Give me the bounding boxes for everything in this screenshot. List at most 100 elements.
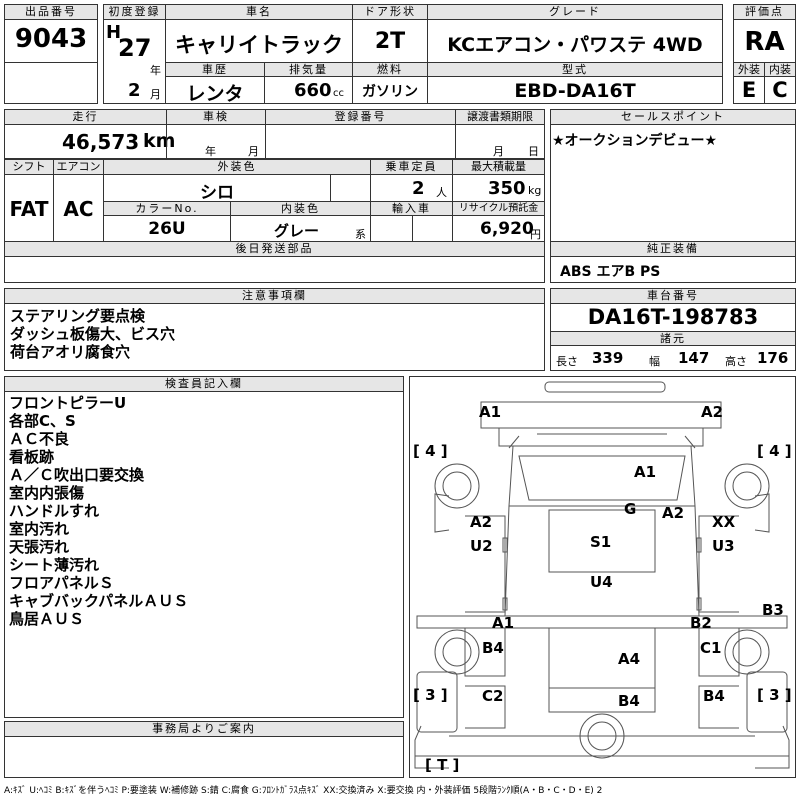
inspector-line: 各部C、S <box>9 412 76 430</box>
inspector-line: 看板跡 <box>9 448 55 466</box>
sales-point-value: ★オークションデビュー★ <box>552 133 718 149</box>
later-parts-label: 後日発送部品 <box>4 241 545 257</box>
damage-code-xx-door: XX <box>712 513 736 531</box>
damage-code-b4-tail: B4 <box>618 692 640 710</box>
car-name-value: キャリイトラック <box>175 33 343 57</box>
equipment-label: 純正装備 <box>550 241 796 257</box>
office-cell <box>4 736 404 778</box>
exterior-value: E <box>741 78 757 102</box>
lot-no-lower-cell <box>4 62 98 104</box>
ext-color-extra-cell <box>330 174 371 202</box>
transfer-cell <box>455 124 545 159</box>
equipment-cell <box>550 256 796 283</box>
inspector-line: フロアパネルＳ <box>9 574 114 592</box>
capacity-label: 乗車定員 <box>370 159 453 175</box>
dims-cell <box>550 345 796 371</box>
interior-value: C <box>772 78 788 102</box>
door-label: ドア形状 <box>352 4 428 20</box>
damage-code-c2-lrear: C2 <box>482 687 504 705</box>
capacity-value: 2 <box>412 178 425 199</box>
reg-no-label: 登録番号 <box>265 109 456 125</box>
inspector-line: 室内汚れ <box>9 520 70 538</box>
chassis-label: 車台番号 <box>550 288 796 304</box>
inspector-line: ハンドルすれ <box>9 502 100 520</box>
transfer-label: 譲渡書類期限 <box>455 109 545 125</box>
first-reg-month: 2 <box>128 80 141 101</box>
damage-code-b4-lside: B4 <box>482 639 504 657</box>
tire-tread-label: [ 3 ] <box>757 686 792 704</box>
cautions-cell <box>4 303 545 371</box>
int-color-value: グレー <box>274 222 320 240</box>
cautions-lines: ステアリング要点検ダッシュ板傷大、ビス穴荷台アオリ腐食穴 <box>10 307 175 361</box>
ext-color-value: シロ <box>200 183 234 203</box>
damage-code-b2-sill: B2 <box>690 614 712 632</box>
height-value: 176 <box>757 349 789 367</box>
shift-value: FAT <box>9 197 49 221</box>
int-color-label: 内装色 <box>230 201 371 216</box>
inspection-label: 車検 <box>166 109 266 125</box>
inspector-cell <box>4 391 404 718</box>
damage-code-b3-side: B3 <box>762 601 784 619</box>
mileage-unit: km <box>143 130 176 152</box>
height-label: 高さ <box>725 355 747 368</box>
caution-line: ステアリング要点検 <box>10 307 146 325</box>
damage-code-g-glass: G <box>624 500 637 518</box>
inspector-line: フロントピラーU <box>9 394 127 412</box>
recycle-value: 6,920 <box>480 219 534 239</box>
fuel-label: 燃料 <box>352 62 428 77</box>
import-cell-b <box>412 215 453 242</box>
color-no-label: カラーNo. <box>103 201 231 216</box>
first-reg-label: 初度登録 <box>103 4 166 20</box>
history-label: 車歴 <box>165 62 265 77</box>
max-load-unit: kg <box>528 184 542 197</box>
vehicle-outline <box>414 381 790 769</box>
dims-label: 諸元 <box>550 331 796 346</box>
first-reg-year: 27 <box>118 34 152 62</box>
cautions-label: 注意事項欄 <box>4 288 545 304</box>
inspector-line: シート薄汚れ <box>9 556 100 574</box>
transfer-day-unit: 日 <box>528 145 539 158</box>
first-reg-era: H <box>106 22 122 43</box>
model-value: EBD-DA16T <box>514 80 636 102</box>
first-reg-month-unit: 月 <box>150 88 161 101</box>
displacement-unit: cc <box>333 88 344 99</box>
damage-diagram <box>409 376 796 778</box>
inspector-line: 鳥居ＡＵＳ <box>9 610 85 628</box>
damage-code-a1-sill: A1 <box>492 614 515 632</box>
ac-label: エアコン <box>53 159 104 175</box>
damage-code-a2-fr: A2 <box>701 403 724 421</box>
shift-label: シフト <box>4 159 54 175</box>
car-name-label: 車名 <box>165 4 353 20</box>
inspection-month-unit: 月 <box>248 145 259 158</box>
inspector-line: 室内内張傷 <box>9 484 85 502</box>
damage-code-a4-bed: A4 <box>618 650 641 668</box>
caution-line: ダッシュ板傷大、ビス穴 <box>10 325 176 343</box>
damage-code-a2-pillar: A2 <box>662 504 685 522</box>
tire-tread-label: [ 3 ] <box>413 686 448 704</box>
office-label: 事務局よりご案内 <box>4 721 404 737</box>
damage-code-u2-door: U2 <box>470 537 493 555</box>
caution-line: 荷台アオリ腐食穴 <box>10 343 131 361</box>
history-value: レンタ <box>186 83 244 105</box>
int-color-suffix: 系 <box>355 228 366 241</box>
chassis-value: DA16T-198783 <box>587 305 759 329</box>
exterior-label: 外装 <box>733 62 765 77</box>
damage-code-c1-rside: C1 <box>700 639 722 657</box>
model-label: 型式 <box>427 62 723 77</box>
mileage-value: 46,573 <box>62 130 140 154</box>
tire-tread-label: [ 4 ] <box>413 442 448 460</box>
interior-cell <box>764 76 796 104</box>
displacement-value: 660 <box>294 80 332 101</box>
equipment-value: ABS エアB PS <box>560 264 661 280</box>
mileage-label: 走行 <box>4 109 167 125</box>
damage-code-a1-fl: A1 <box>479 403 502 421</box>
grade-label: グレード <box>427 4 723 20</box>
inspector-line: キャブバックパネルＡＵＳ <box>9 592 189 610</box>
length-label: 長さ <box>556 355 578 368</box>
first-reg-year-unit: 年 <box>150 64 161 77</box>
color-no-value: 26U <box>148 219 186 239</box>
max-load-label: 最大積載量 <box>452 159 545 175</box>
damage-code-a1-roof: A1 <box>634 463 657 481</box>
legend-text: A:ｷｽﾞ U:ﾍｺﾐ B:ｷｽﾞを伴うﾍｺﾐ P:要塗装 W:補修跡 S:錆 … <box>4 786 603 796</box>
